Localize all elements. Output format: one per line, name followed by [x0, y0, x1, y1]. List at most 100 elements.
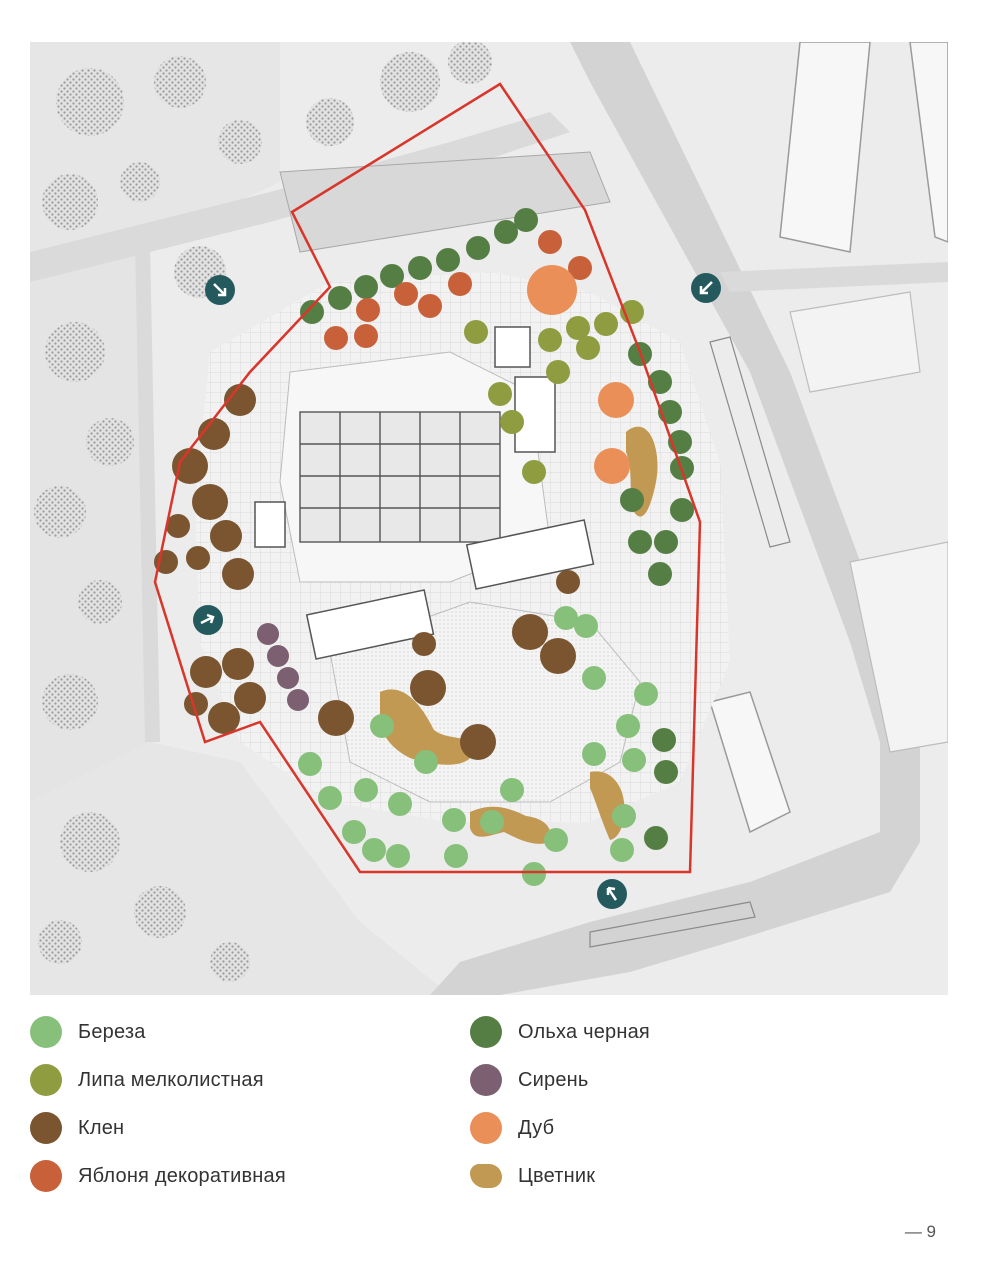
tree-marker — [328, 286, 352, 310]
tree-marker — [594, 312, 618, 336]
entrance-icon — [205, 275, 235, 305]
tree-marker — [654, 530, 678, 554]
tree-marker — [616, 714, 640, 738]
tree-marker — [198, 418, 230, 450]
tree-marker — [480, 810, 504, 834]
tree-marker — [267, 645, 289, 667]
tree-marker — [610, 838, 634, 862]
tree-marker — [494, 220, 518, 244]
tree-marker — [500, 778, 524, 802]
tree-marker — [538, 328, 562, 352]
entrance-icon — [597, 879, 627, 909]
legend-swatch — [470, 1164, 502, 1188]
legend-item-oak: Дуб — [470, 1108, 554, 1148]
tree-marker — [512, 614, 548, 650]
tree-marker — [554, 606, 578, 630]
tree-marker — [412, 632, 436, 656]
legend-item-apple: Яблоня декоративная — [30, 1156, 286, 1196]
legend-item-flowerbed: Цветник — [470, 1156, 595, 1196]
tree-marker — [394, 282, 418, 306]
tree-marker — [208, 702, 240, 734]
tree-marker — [522, 862, 546, 886]
legend-swatch — [470, 1016, 502, 1048]
tree-marker — [464, 320, 488, 344]
page-number: — 9 — [904, 1222, 936, 1241]
legend-item-lilac: Сирень — [470, 1060, 589, 1100]
tree-marker — [287, 689, 309, 711]
legend-swatch — [30, 1016, 62, 1048]
tree-marker — [318, 700, 354, 736]
entrances — [193, 273, 721, 909]
tree-marker — [380, 264, 404, 288]
tree-marker — [222, 648, 254, 680]
tree-marker — [582, 742, 606, 766]
tree-marker — [444, 844, 468, 868]
tree-marker — [210, 520, 242, 552]
tree-marker — [628, 530, 652, 554]
tree-marker — [620, 488, 644, 512]
entrance-icon — [691, 273, 721, 303]
tree-marker — [300, 300, 324, 324]
tree-marker — [566, 316, 590, 340]
legend-label: Липа мелколистная — [78, 1068, 264, 1091]
tree-marker — [488, 382, 512, 406]
legend-item-birch: Береза — [30, 1012, 146, 1052]
tree-marker — [234, 682, 266, 714]
tree-marker — [370, 714, 394, 738]
legend-swatch — [30, 1064, 62, 1096]
tree-marker — [414, 750, 438, 774]
legend-item-maple: Клен — [30, 1108, 124, 1148]
tree-marker — [634, 682, 658, 706]
legend-label: Береза — [78, 1020, 146, 1043]
tree-marker — [354, 778, 378, 802]
entrance-icon — [193, 605, 223, 635]
tree-marker — [622, 748, 646, 772]
central-pavilion-grid — [299, 411, 501, 543]
tree-marker — [362, 838, 386, 862]
legend: Береза Липа мелколистная Клен Яблоня дек… — [30, 1012, 930, 1202]
tree-marker — [190, 656, 222, 688]
tree-marker — [448, 272, 472, 296]
legend-label: Цветник — [518, 1164, 596, 1187]
tree-marker — [652, 728, 676, 752]
tree-marker — [594, 448, 630, 484]
tree-marker — [222, 558, 254, 590]
tree-marker — [408, 256, 432, 280]
tree-marker — [598, 382, 634, 418]
legend-label: Ольха черная — [518, 1020, 650, 1043]
tree-marker — [354, 324, 378, 348]
tree-marker — [612, 804, 636, 828]
tree-marker — [166, 514, 190, 538]
tree-marker — [186, 546, 210, 570]
tree-marker — [442, 808, 466, 832]
tree-marker — [224, 384, 256, 416]
tree-marker — [388, 792, 412, 816]
tree-marker — [544, 828, 568, 852]
tree-marker — [546, 360, 570, 384]
tree-marker — [277, 667, 299, 689]
tree-marker — [527, 265, 577, 315]
tree-marker — [538, 230, 562, 254]
legend-label: Дуб — [518, 1116, 555, 1139]
tree-marker — [500, 410, 524, 434]
tree-marker — [644, 826, 668, 850]
legend-item-linden: Липа мелколистная — [30, 1060, 264, 1100]
tree-marker — [670, 498, 694, 522]
tree-marker — [654, 760, 678, 784]
tree-marker — [574, 614, 598, 638]
legend-item-alder: Ольха черная — [470, 1012, 650, 1052]
tree-marker — [192, 484, 228, 520]
tree-marker — [556, 570, 580, 594]
legend-label: Клен — [78, 1116, 125, 1139]
legend-label: Яблоня декоративная — [78, 1164, 286, 1187]
site-pavilions — [254, 326, 595, 660]
legend-swatch — [30, 1112, 62, 1144]
tree-marker — [466, 236, 490, 260]
tree-marker — [460, 724, 496, 760]
tree-marker — [298, 752, 322, 776]
tree-marker — [257, 623, 279, 645]
woodland-areas — [30, 42, 492, 995]
legend-swatch — [470, 1112, 502, 1144]
tree-marker — [540, 638, 576, 674]
tree-marker — [342, 820, 366, 844]
